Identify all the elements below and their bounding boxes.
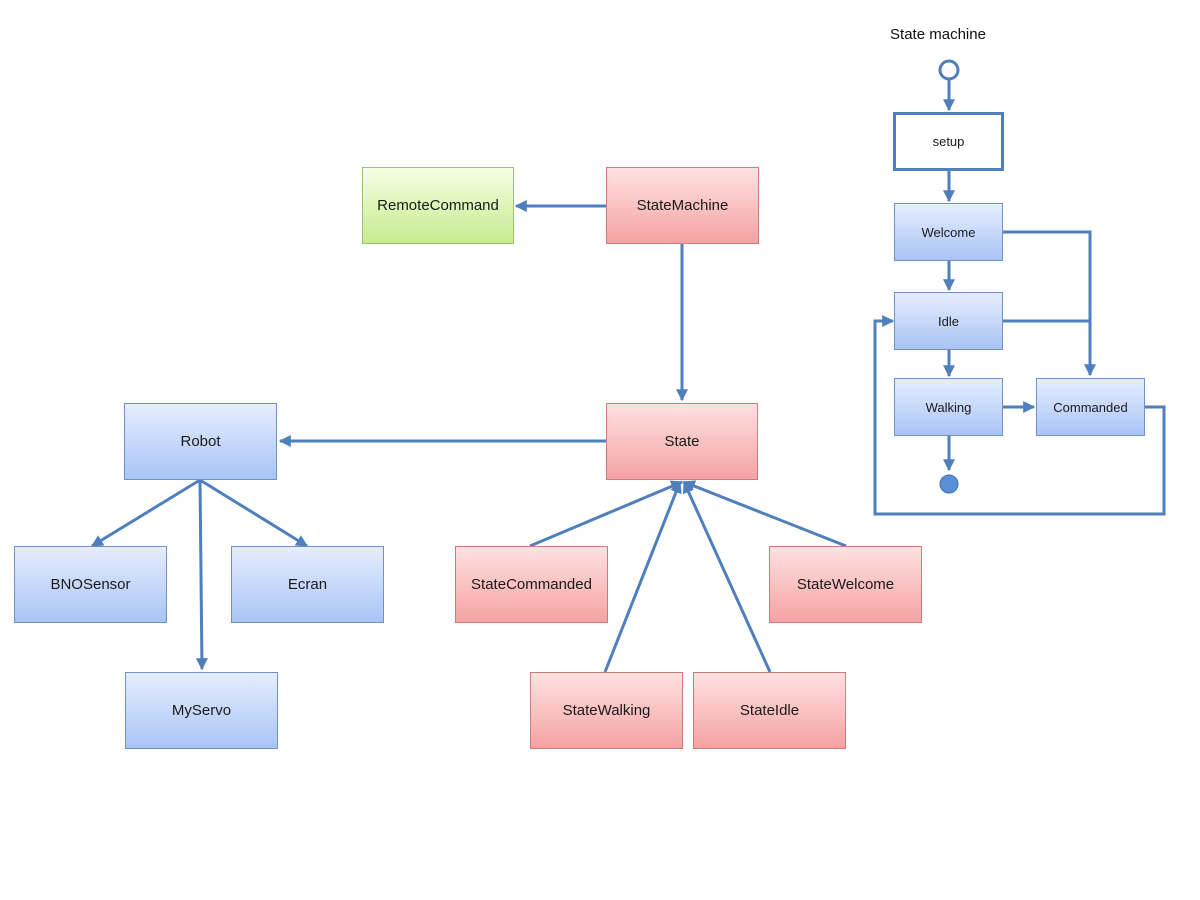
final-state-node xyxy=(939,474,959,494)
arrow-statewalking-to-state xyxy=(603,480,682,673)
state-box: State xyxy=(606,403,758,480)
commanded-state-box: Commanded xyxy=(1036,378,1145,436)
arrow-robot-to-myservo xyxy=(195,479,208,671)
state-welcome-box: StateWelcome xyxy=(769,546,922,623)
arrow-robot-to-bnosensor xyxy=(90,478,201,548)
setup-state-box: setup xyxy=(893,112,1004,171)
state-commanded-box: StateCommanded xyxy=(455,546,608,623)
state-machine-title: State machine xyxy=(890,26,986,43)
arrow-welcome-to-commanded xyxy=(1002,230,1096,377)
arrow-robot-to-ecran xyxy=(199,478,309,548)
arrow-statecommanded-to-state xyxy=(529,480,684,548)
welcome-state-box: Welcome xyxy=(894,203,1003,261)
bno-sensor-box: BNOSensor xyxy=(14,546,167,623)
state-walking-box: StateWalking xyxy=(530,672,683,749)
arrow-statewelcome-to-state xyxy=(682,480,847,548)
ecran-box: Ecran xyxy=(231,546,384,623)
remote-command-box: RemoteCommand xyxy=(362,167,514,244)
idle-state-box: Idle xyxy=(894,292,1003,350)
state-machine-box: StateMachine xyxy=(606,167,759,244)
my-servo-box: MyServo xyxy=(125,672,278,749)
initial-state-node xyxy=(938,59,960,81)
arrow-commanded-to-idle xyxy=(873,315,1166,516)
robot-box: Robot xyxy=(124,403,277,480)
state-idle-box: StateIdle xyxy=(693,672,846,749)
arrow-stateidle-to-state xyxy=(682,480,772,673)
walking-state-box: Walking xyxy=(894,378,1003,436)
